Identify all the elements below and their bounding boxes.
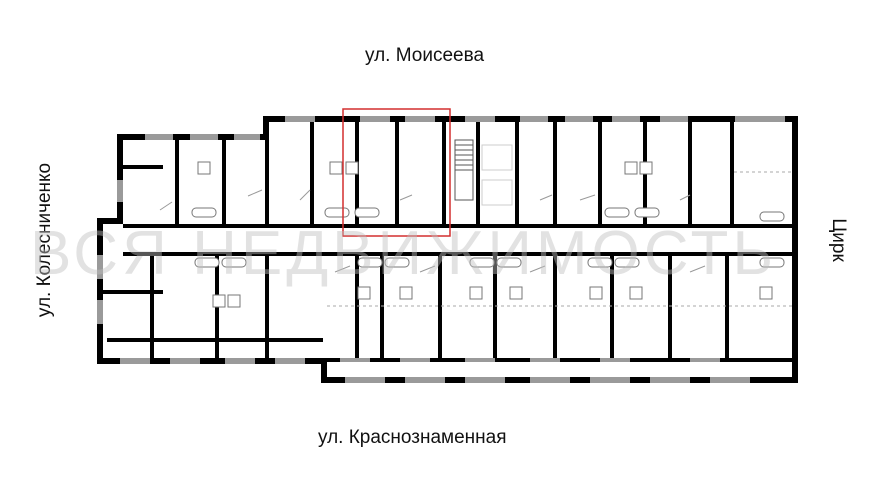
outer-walls xyxy=(97,116,798,383)
selected-apartment-highlight[interactable] xyxy=(342,108,451,237)
interior-walls xyxy=(103,122,793,358)
balcony-dashed-lines xyxy=(327,171,792,307)
street-label-krasnoznamennaya: ул. Краснознаменная xyxy=(318,427,507,448)
windows xyxy=(97,116,785,383)
stairwell xyxy=(454,139,513,206)
door-swings xyxy=(159,189,706,273)
bathroom-fixtures xyxy=(191,161,785,308)
street-label-moiseeva: ул. Моисеева xyxy=(365,45,485,66)
